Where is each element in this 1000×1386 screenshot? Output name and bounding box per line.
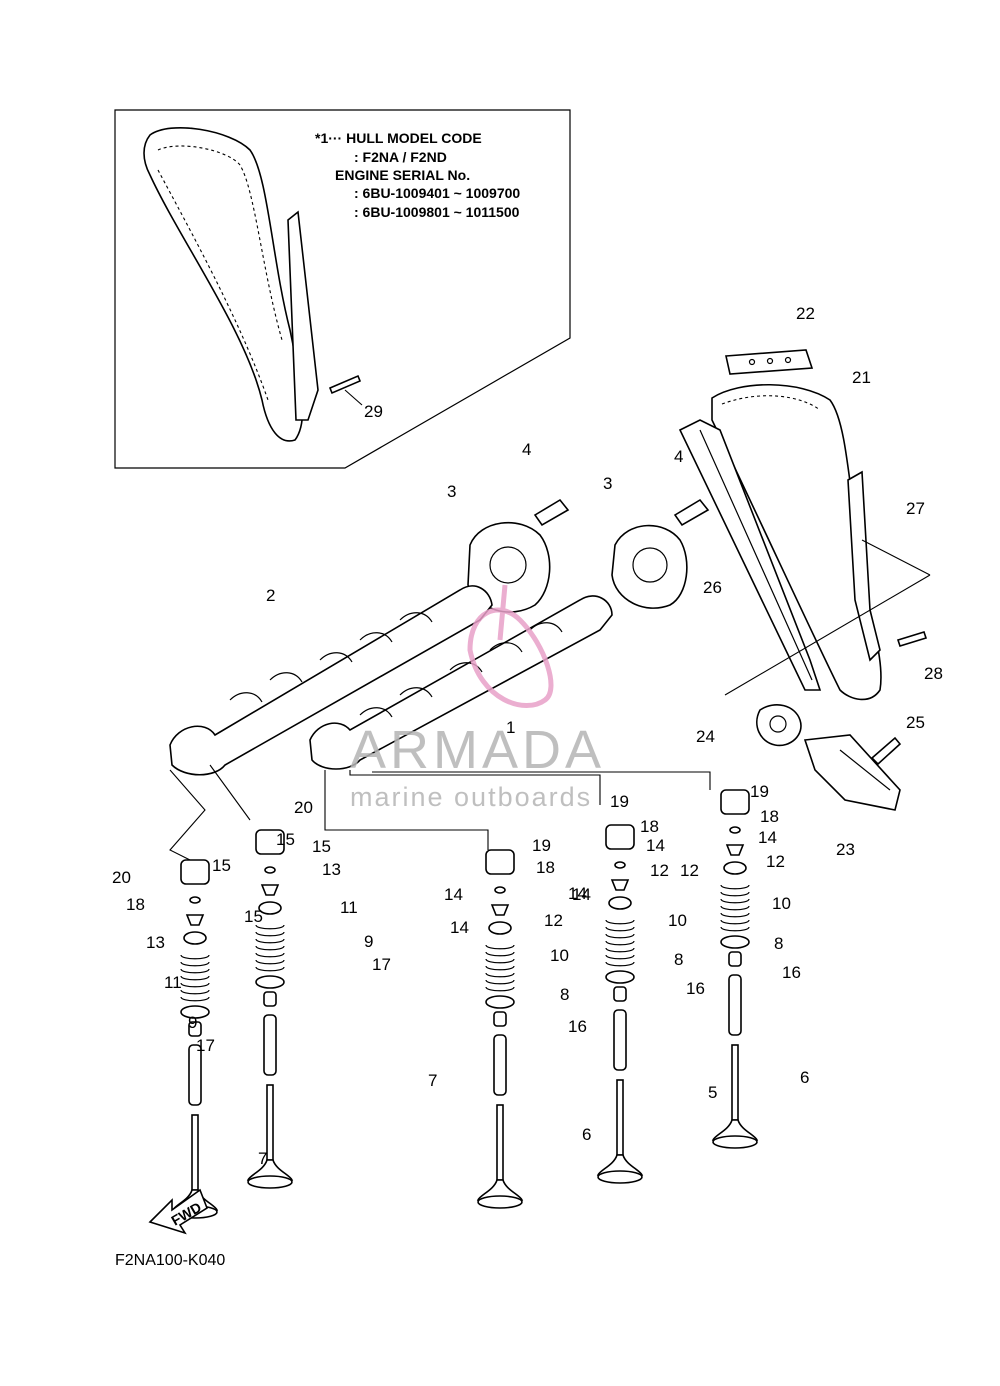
armada-logo-icon bbox=[467, 584, 554, 709]
callout-label: 24 bbox=[696, 727, 715, 746]
callout-label: 19 bbox=[532, 836, 551, 855]
callout-label: 1 bbox=[506, 718, 515, 737]
callout-label: 6 bbox=[582, 1125, 591, 1144]
callout-label: 28 bbox=[924, 664, 943, 683]
callout-label: 9 bbox=[364, 932, 373, 951]
inset-line-1: *1··· HULL MODEL CODE bbox=[315, 130, 482, 146]
callout-label: 15 bbox=[212, 856, 231, 875]
valve-stack bbox=[711, 789, 759, 1149]
callout-label: 22 bbox=[796, 304, 815, 323]
callout-label: 19 bbox=[610, 792, 629, 811]
inset-line-4: : 6BU-1009401 ~ 1009700 bbox=[354, 185, 520, 201]
callout-label: 25 bbox=[906, 713, 925, 732]
valve-stack bbox=[596, 824, 644, 1184]
callout-label: 16 bbox=[568, 1017, 587, 1036]
inset-line-2: : F2NA / F2ND bbox=[354, 149, 447, 165]
inset-line-5: : 6BU-1009801 ~ 1011500 bbox=[354, 204, 520, 220]
callout-label: 27 bbox=[906, 499, 925, 518]
callout-label: 16 bbox=[782, 963, 801, 982]
callout-label: 15 bbox=[244, 907, 263, 926]
callout-label: 5 bbox=[708, 1083, 717, 1102]
callout-label: 8 bbox=[674, 950, 683, 969]
callout-label: 14 bbox=[568, 884, 587, 903]
callout-label: 17 bbox=[372, 955, 391, 974]
callout-label: 23 bbox=[836, 840, 855, 859]
timing-chain-assembly bbox=[678, 349, 931, 811]
callout-label: 4 bbox=[522, 440, 531, 459]
callout-label: 14 bbox=[444, 885, 463, 904]
callout-label: 12 bbox=[650, 861, 669, 880]
callout-label: 18 bbox=[760, 807, 779, 826]
callout-label: 16 bbox=[686, 979, 705, 998]
callout-label: 18 bbox=[126, 895, 145, 914]
callout-label: 10 bbox=[772, 894, 791, 913]
callout-label: 14 bbox=[758, 828, 777, 847]
valve-stack bbox=[476, 849, 524, 1209]
callout-label: 12 bbox=[544, 911, 563, 930]
callout-label: 7 bbox=[428, 1071, 437, 1090]
callout-label: 12 bbox=[680, 861, 699, 880]
diagram-code: F2NA100-K040 bbox=[115, 1252, 225, 1269]
callout-label: 20 bbox=[112, 868, 131, 887]
callout-label: 14 bbox=[646, 836, 665, 855]
cam-sprockets bbox=[467, 498, 710, 613]
callout-label: 2 bbox=[266, 586, 275, 605]
callout-label: 4 bbox=[674, 447, 683, 466]
callout-label: 15 bbox=[312, 837, 331, 856]
callout-label: 11 bbox=[340, 898, 358, 917]
callout-label: 7 bbox=[258, 1149, 267, 1168]
valve-trains bbox=[171, 789, 759, 1219]
watermark: ARMADA marine outboards bbox=[350, 584, 605, 812]
callout-label: 8 bbox=[560, 985, 569, 1004]
inset-line-3: ENGINE SERIAL No. bbox=[335, 167, 470, 183]
callout-label: 13 bbox=[146, 933, 165, 952]
callout-label: 18 bbox=[640, 817, 659, 836]
watermark-brand: ARMADA bbox=[350, 720, 605, 780]
callout-label: 19 bbox=[750, 782, 769, 801]
callout-label: 9 bbox=[188, 1013, 197, 1032]
callout-label: 12 bbox=[766, 852, 785, 871]
callout-label: 20 bbox=[294, 798, 313, 817]
callout-label: 17 bbox=[196, 1036, 215, 1055]
callout-label: 8 bbox=[774, 934, 783, 953]
callout-label: 15 bbox=[276, 830, 295, 849]
callout-label: 13 bbox=[322, 860, 341, 879]
callout-label: 6 bbox=[800, 1068, 809, 1087]
callout-label: 3 bbox=[447, 482, 456, 501]
watermark-tagline: marine outboards bbox=[350, 782, 592, 812]
callout-label: 14 bbox=[450, 918, 469, 937]
callout-label: 14 bbox=[572, 885, 591, 904]
callout-label: 11 bbox=[164, 973, 182, 992]
callout-label: 18 bbox=[536, 858, 555, 877]
callout-label: 3 bbox=[603, 474, 612, 493]
callout-label: 10 bbox=[550, 946, 569, 965]
callout-label: 21 bbox=[852, 368, 871, 387]
callout-label: 29 bbox=[364, 402, 383, 421]
callout-label: 26 bbox=[703, 578, 722, 597]
forward-arrow-icon: FWD bbox=[148, 1188, 208, 1235]
inset-panel: *1··· HULL MODEL CODE : F2NA / F2ND ENGI… bbox=[114, 109, 571, 469]
valve-stack bbox=[246, 829, 294, 1189]
callout-label: 10 bbox=[668, 911, 687, 930]
